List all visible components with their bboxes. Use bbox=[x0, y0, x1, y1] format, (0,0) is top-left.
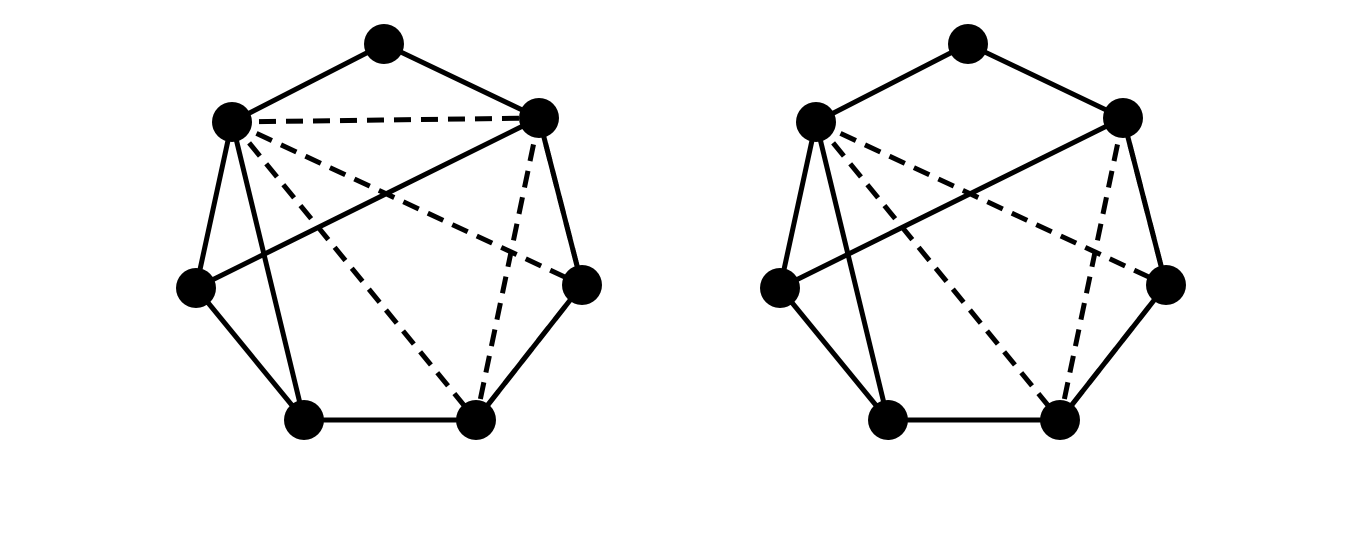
dashed-edge-1-5 bbox=[230, 119, 584, 288]
solid-edge-1-2 bbox=[777, 121, 819, 289]
graph-node-5 bbox=[1146, 265, 1186, 305]
dashed-edge-1-5 bbox=[814, 119, 1168, 288]
solid-edge-2-3 bbox=[194, 286, 306, 422]
solid-edge-6-0 bbox=[966, 41, 1125, 121]
solid-edge-1-3 bbox=[813, 121, 891, 421]
solid-edge-6-2 bbox=[194, 115, 541, 291]
graph-node-3 bbox=[284, 400, 324, 440]
graph-node-3 bbox=[868, 400, 908, 440]
dashed-edge-5-4 bbox=[474, 283, 584, 422]
solid-edge-6-2 bbox=[778, 115, 1125, 291]
graph-node-2 bbox=[176, 268, 216, 308]
graph-node-1 bbox=[796, 102, 836, 142]
solid-edge-1-2 bbox=[193, 121, 235, 289]
dashed-edge-6-5 bbox=[1120, 117, 1169, 286]
graph-node-1 bbox=[212, 102, 252, 142]
dashed-edge-6-4 bbox=[1057, 117, 1126, 421]
graph-node-4 bbox=[456, 400, 496, 440]
graph-node-0 bbox=[948, 24, 988, 64]
dashed-edge-6-5 bbox=[536, 117, 585, 286]
solid-edge-2-3 bbox=[778, 286, 890, 422]
graph-node-0 bbox=[364, 24, 404, 64]
right-graph bbox=[760, 24, 1186, 440]
dashed-edge-1-4 bbox=[230, 120, 478, 422]
dashed-edge-5-4 bbox=[1058, 283, 1168, 422]
solid-edge-0-1 bbox=[230, 41, 386, 125]
dashed-edge-6-4 bbox=[473, 117, 542, 421]
graph-node-5 bbox=[562, 265, 602, 305]
graph-node-6 bbox=[519, 98, 559, 138]
graph-node-2 bbox=[760, 268, 800, 308]
graph-node-4 bbox=[1040, 400, 1080, 440]
solid-edge-6-0 bbox=[382, 41, 541, 121]
solid-edge-0-1 bbox=[814, 41, 970, 125]
left-graph bbox=[176, 24, 602, 440]
graph-node-6 bbox=[1103, 98, 1143, 138]
solid-edge-1-3 bbox=[229, 121, 307, 421]
dashed-edge-1-4 bbox=[814, 120, 1062, 422]
dashed-edge-1-6 bbox=[231, 115, 540, 125]
